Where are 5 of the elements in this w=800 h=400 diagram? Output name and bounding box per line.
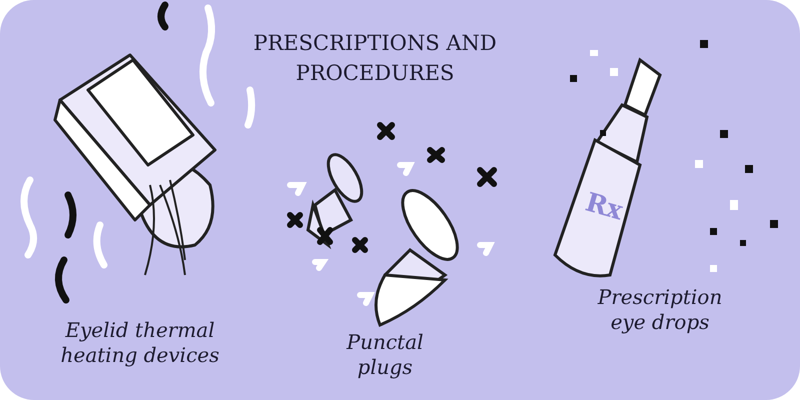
caption: Eyelid thermal heating devices <box>60 318 220 368</box>
title: PRESCRIPTIONS AND PROCEDURES <box>252 30 498 87</box>
caption: Punctal plugs <box>345 330 424 380</box>
rx-symbol: Rx <box>581 186 627 228</box>
caption: Prescription eye drops <box>596 285 724 335</box>
